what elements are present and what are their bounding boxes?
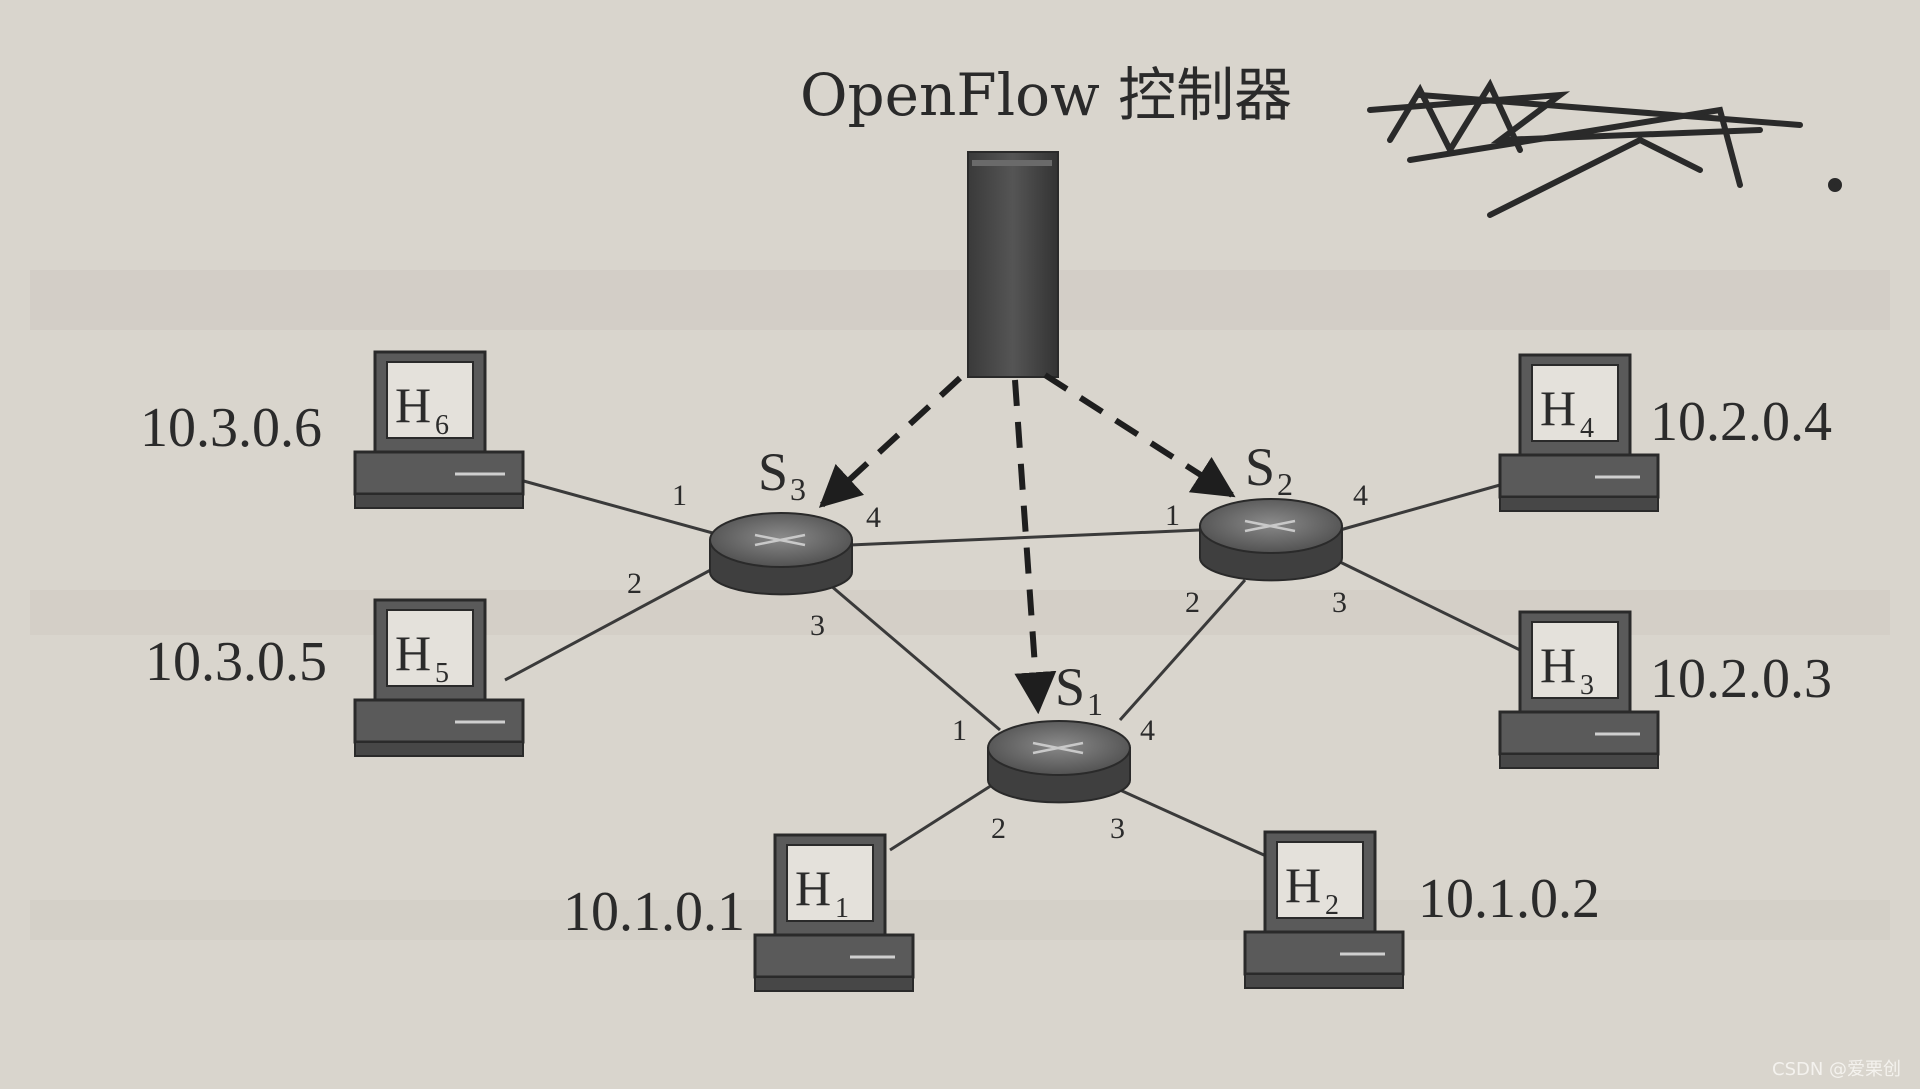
host-h4: H 4 [1498,353,1660,512]
host-h2-subscript: 2 [1325,890,1339,921]
port-s3-2: 2 [627,567,642,600]
controller-title: OpenFlow 控制器 [800,61,1292,129]
port-s3-1: 1 [672,479,687,512]
host-h5-subscript: 5 [435,658,449,689]
link-s3-s2 [849,528,1201,547]
control-link-s3 [818,375,963,508]
host-h2: H 2 [1243,830,1405,989]
control-links [818,372,1236,715]
host-h4-label: H [1540,380,1576,436]
switch-s1-subscript: 1 [1087,686,1103,722]
control-link-s2 [1043,372,1236,498]
watermark: CSDN @爱栗创 [1772,1059,1901,1080]
host-h4-ip: 10.2.0.4 [1650,391,1832,453]
control-link-s1 [1012,379,1057,715]
host-h5: H 5 [353,598,525,757]
link-s3-s1 [829,583,1001,732]
data-links [504,478,1521,862]
port-s3-4: 4 [866,501,881,534]
host-h1-ip: 10.1.0.1 [563,881,745,943]
port-s2-2: 2 [1185,586,1200,619]
switch-s1-label: S [1055,657,1085,717]
host-h3-label: H [1540,637,1576,693]
host-h6-subscript: 6 [435,410,449,441]
host-h6-ip: 10.3.0.6 [140,397,322,459]
link-s3-h5 [504,563,721,682]
switch-s3-subscript: 3 [790,471,806,507]
link-s1-h1 [889,778,1001,852]
port-s3-3: 3 [810,609,825,642]
host-h3-subscript: 3 [1580,670,1594,701]
handwritten-scribble [1367,78,1842,218]
host-h2-label: H [1285,857,1321,913]
link-s2-h3 [1339,560,1521,652]
port-s1-3: 3 [1110,812,1125,845]
openflow-controller-server [967,151,1059,378]
port-s1-1: 1 [952,714,967,747]
host-h6-label: H [395,377,431,433]
port-s2-4: 4 [1353,479,1368,512]
host-h1-subscript: 1 [835,893,849,924]
host-h5-ip: 10.3.0.5 [145,631,327,693]
switch-s3-label: S [758,442,788,502]
switch-s2-subscript: 2 [1277,466,1293,502]
host-h3: H 3 [1498,610,1660,769]
port-s2-1: 1 [1165,499,1180,532]
switch-s2: S 2 [1199,437,1343,582]
switch-s2-label: S [1245,437,1275,497]
port-labels: 1 2 3 4 1 2 3 4 1 4 2 3 [627,479,1368,845]
switch-s1: S 1 [987,657,1131,804]
link-s2-s1 [1118,579,1247,721]
switch-s3: S 3 [709,442,853,596]
host-h3-ip: 10.2.0.3 [1650,648,1832,710]
host-h4-subscript: 4 [1580,413,1594,444]
port-s1-4: 4 [1140,714,1155,747]
host-h1: H 1 [753,833,915,992]
port-s2-3: 3 [1332,586,1347,619]
host-h1-label: H [795,860,831,916]
host-h2-ip: 10.1.0.2 [1418,868,1600,930]
link-s3-h6 [519,478,721,537]
host-h6: H 6 [353,350,525,509]
link-s2-h4 [1339,483,1501,532]
link-s1-h2 [1119,788,1276,862]
port-s1-2: 2 [991,812,1006,845]
host-h5-label: H [395,625,431,681]
